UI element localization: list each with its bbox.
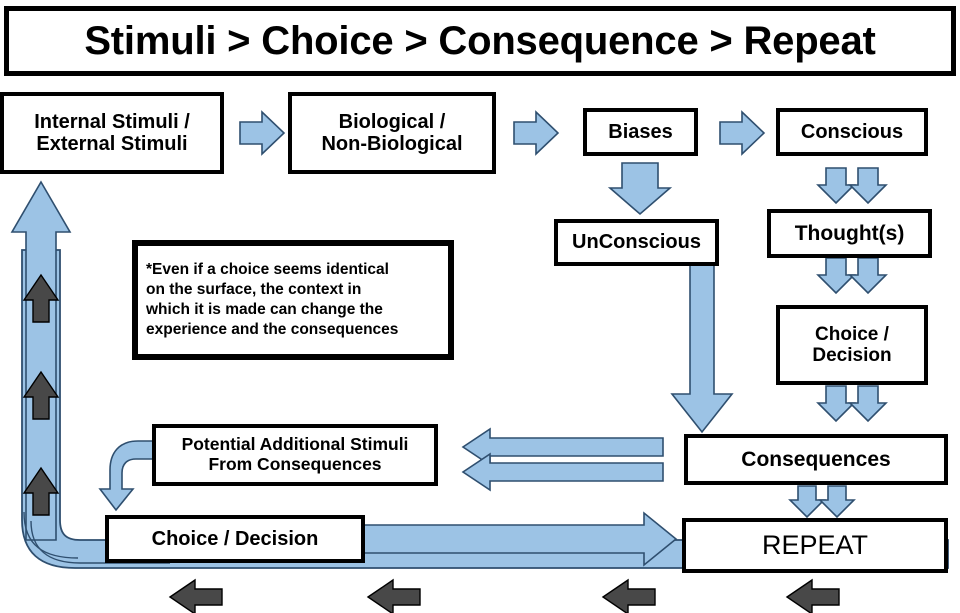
box-conscious[interactable]: Conscious bbox=[776, 108, 928, 156]
arrow-choice-bottom-to-repeat bbox=[359, 511, 678, 567]
arrow-consequences-to-potential-stimuli bbox=[461, 427, 664, 492]
arrow-consequences-to-repeat bbox=[788, 485, 856, 519]
arrow-biological-to-biases bbox=[513, 110, 560, 156]
box-choice-decision-right[interactable]: Choice / Decision bbox=[776, 305, 928, 385]
left-up-chevrons bbox=[22, 273, 60, 516]
arrow-potential-stimuli-elbow bbox=[98, 440, 159, 512]
diagram-title: Stimuli > Choice > Consequence > Repeat bbox=[4, 6, 956, 76]
box-stimuli[interactable]: Internal Stimuli / External Stimuli bbox=[0, 92, 224, 174]
arrow-biases-to-conscious bbox=[719, 110, 766, 156]
bottom-left-chevrons bbox=[168, 578, 840, 613]
arrow-thoughts-to-choice bbox=[816, 257, 888, 295]
arrow-conscious-to-thoughts bbox=[816, 167, 888, 205]
left-upward-return-arrow bbox=[10, 180, 72, 541]
box-consequences[interactable]: Consequences bbox=[684, 434, 948, 485]
arrow-stimuli-to-biological bbox=[239, 110, 286, 156]
arrow-choice-to-consequences bbox=[816, 385, 888, 423]
arrow-unconscious-to-consequences bbox=[670, 263, 734, 434]
box-biases[interactable]: Biases bbox=[583, 108, 698, 156]
box-biological[interactable]: Biological / Non-Biological bbox=[288, 92, 496, 174]
arrow-biases-to-unconscious bbox=[607, 162, 673, 216]
box-repeat[interactable]: REPEAT bbox=[682, 518, 948, 573]
box-choice-decision-bottom[interactable]: Choice / Decision bbox=[105, 515, 365, 563]
box-unconscious[interactable]: UnConscious bbox=[554, 219, 719, 266]
note-context-caveat: *Even if a choice seems identical on the… bbox=[132, 240, 454, 360]
box-thoughts[interactable]: Thought(s) bbox=[767, 209, 932, 258]
box-potential-additional-stimuli[interactable]: Potential Additional Stimuli From Conseq… bbox=[152, 424, 438, 486]
